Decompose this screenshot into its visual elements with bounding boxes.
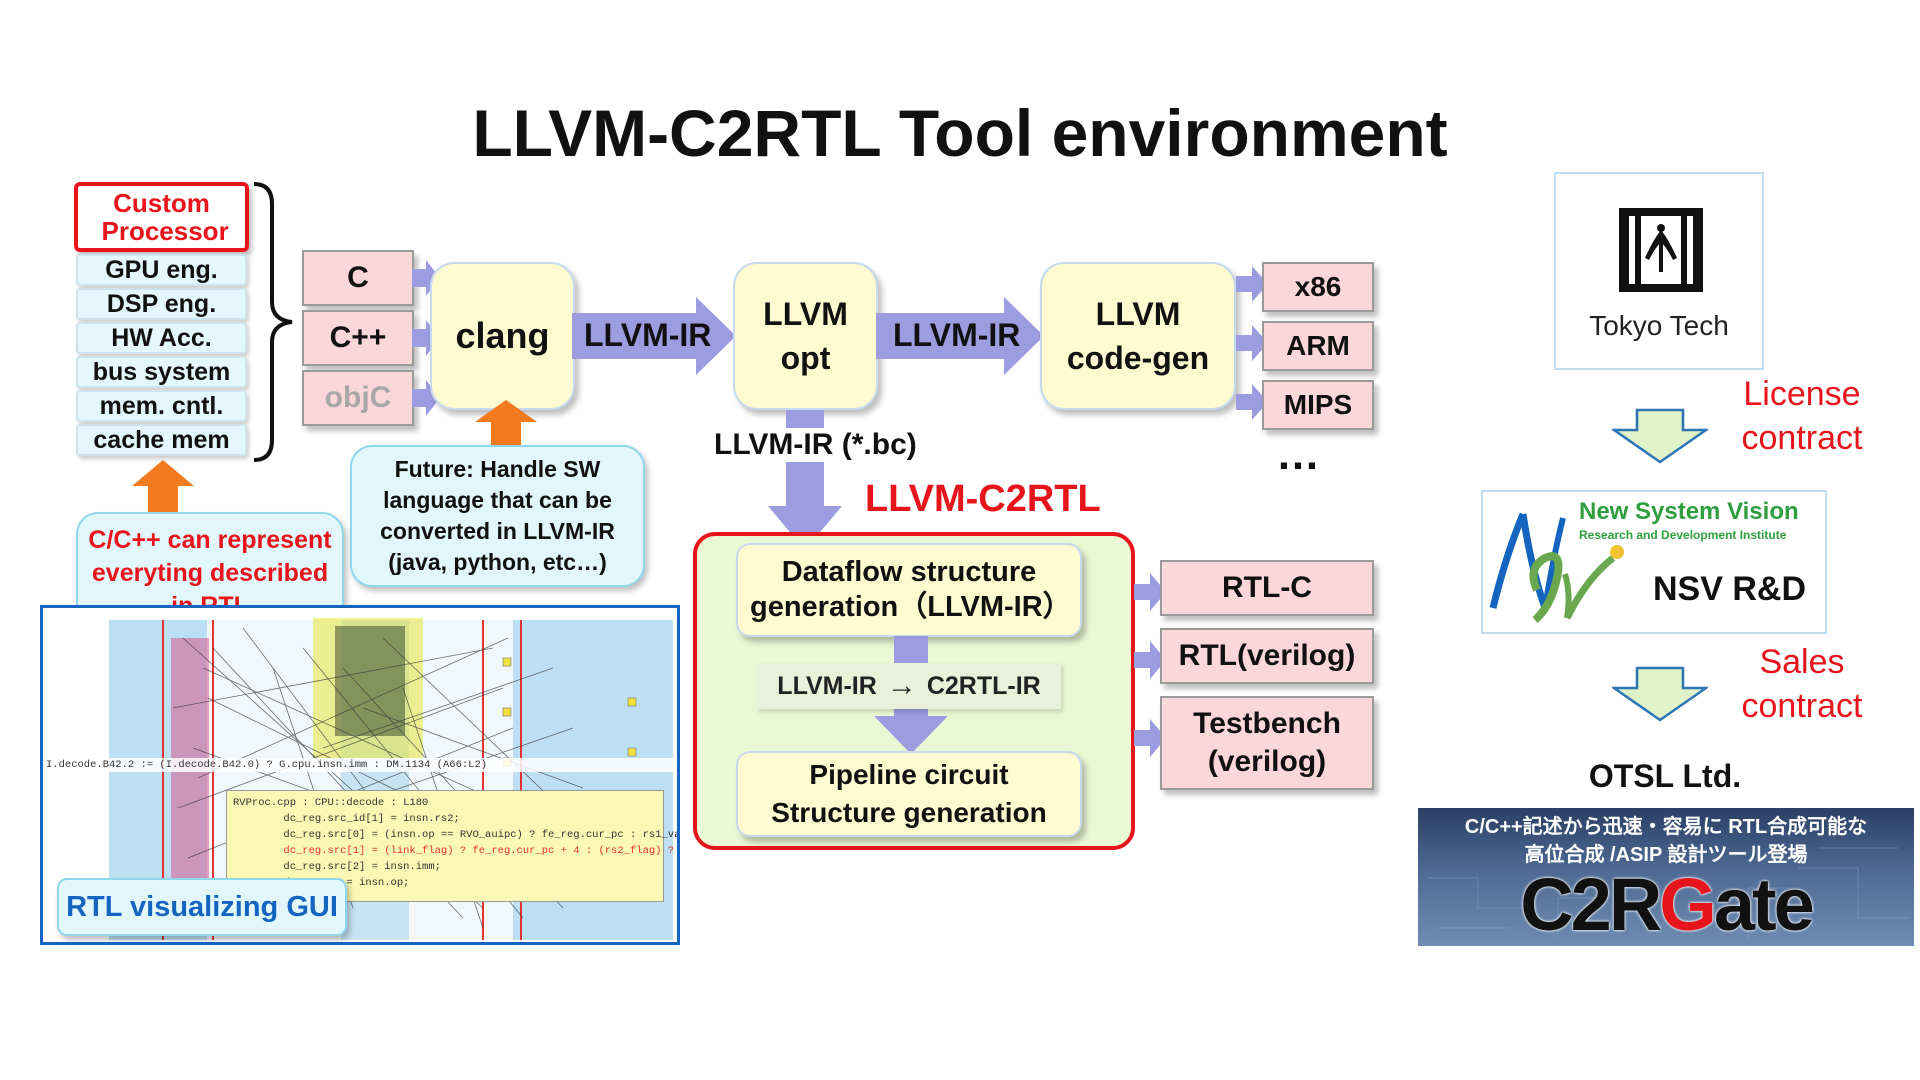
c2rgate-logo-a: C2R (1520, 863, 1662, 946)
left-item-mem: mem. cntl. (76, 390, 247, 422)
left-item-cache: cache mem (76, 424, 247, 456)
nsv-logo-subtext: Research and Development Institute (1579, 528, 1787, 542)
left-item-label: cache mem (93, 425, 230, 454)
target-arm: ARM (1262, 321, 1374, 371)
nsv-emblem-icon (1489, 512, 1624, 624)
custom-processor-label: Custom Processor (101, 188, 229, 246)
gui-graph-image (43, 618, 677, 940)
lang-label: C++ (329, 321, 387, 354)
clang-label: clang (455, 315, 550, 356)
arrows-codegen-to-targets (1236, 266, 1268, 420)
c2rgate-logo: C2RGate (1418, 864, 1914, 946)
conversion-from: LLVM-IR (777, 671, 877, 700)
tokyo-tech-logo: Tokyo Tech (1554, 172, 1764, 370)
target-label: MIPS (1283, 389, 1353, 420)
future-note-text: Future: Handle SW language that can be c… (380, 456, 615, 575)
output-rtl-verilog: RTL(verilog) (1160, 628, 1374, 684)
lang-cpp: C++ (302, 310, 414, 366)
left-item-label: HW Acc. (111, 323, 212, 352)
c2rgate-line1: C/C++記述から迅速・容易に RTL合成可能な (1464, 816, 1868, 838)
gui-code-line: dc_reg.src[0] = (insn.op == RVO_auipc) ?… (233, 829, 680, 841)
brace-icon (253, 182, 293, 462)
down-arrow-license-icon (1612, 408, 1708, 464)
orange-up-arrow-clang (475, 400, 537, 448)
nsv-logo-text: New System Vision (1579, 498, 1799, 525)
output-label: RTL-C (1222, 571, 1312, 604)
c2rgate-logo-b: ate (1713, 863, 1815, 946)
left-item-bus: bus system (76, 356, 247, 388)
llvm-ir-label-2: LLVM-IR (893, 317, 1021, 353)
gui-code-line: dc_reg.src[1] = (link_flag) ? fe_reg.cur… (283, 845, 674, 857)
dataflow-box: Dataflow structure generation（LLVM-IR） (736, 543, 1082, 637)
page-title: LLVM-C2RTL Tool environment (472, 96, 1448, 170)
llvm-opt-label: LLVM opt (763, 296, 848, 376)
llvm-ir-label-1: LLVM-IR (584, 317, 712, 353)
targets-ellipsis: … (1276, 430, 1320, 479)
left-item-gpu: GPU eng. (76, 254, 247, 286)
llvm-codegen-box: LLVM code-gen (1040, 262, 1236, 410)
left-item-label: GPU eng. (105, 255, 218, 284)
output-label: RTL(verilog) (1178, 639, 1356, 672)
lang-objc: objC (302, 370, 414, 426)
gui-code-line: dc_reg.src_id[1] = insn.rs2; (233, 813, 460, 825)
down-arrow-sales-icon (1612, 666, 1708, 722)
output-rtl-c: RTL-C (1160, 560, 1374, 616)
gui-code-popup: RVProc.cpp : CPU::decode : L180 dc_reg.s… (226, 790, 680, 902)
license-label: License contract (1741, 375, 1863, 457)
nsv-name: NSV R&D (1653, 570, 1807, 608)
arrows-c2rtl-to-outputs (1134, 573, 1166, 757)
target-mips: MIPS (1262, 380, 1374, 430)
conversion-to: C2RTL-IR (926, 671, 1041, 700)
tokyo-tech-label: Tokyo Tech (1589, 310, 1729, 341)
circuit-pattern-icon (1428, 847, 1908, 938)
llvm-opt-box: LLVM opt (733, 262, 878, 410)
output-testbench: Testbench (verilog) (1160, 696, 1374, 790)
gui-code-line: dc_reg.src[2] = insn.imm; (233, 861, 441, 873)
dataflow-label: Dataflow structure generation（LLVM-IR） (750, 556, 1072, 623)
gui-label: RTL visualizing GUI (66, 890, 338, 923)
left-item-label: mem. cntl. (99, 391, 224, 420)
c2rgate-logo-g: G (1659, 863, 1717, 946)
otsl-label: OTSL Ltd. (1588, 758, 1742, 794)
pipeline-box: Pipeline circuit Structure generation (736, 751, 1082, 837)
target-label: x86 (1294, 271, 1342, 302)
lang-c: C (302, 250, 414, 306)
lang-label: C (347, 261, 369, 294)
right-arrow-icon: → (886, 669, 917, 702)
tokyo-tech-emblem-icon (1619, 208, 1703, 292)
lang-label: objC (324, 381, 392, 414)
pipeline-label: Pipeline circuit Structure generation (771, 759, 1047, 828)
conversion-box: LLVM-IR → C2RTL-IR (757, 663, 1061, 709)
nsv-logo: New System Vision Research and Developme… (1481, 490, 1827, 634)
left-list: Custom Processor GPU eng. DSP eng. HW Ac… (74, 182, 249, 462)
gui-code-line: RVProc.cpp : CPU::decode : L180 (233, 797, 429, 809)
custom-processor-box: Custom Processor (74, 182, 249, 252)
c2rgate-banner: C/C++記述から迅速・容易に RTL合成可能な 高位合成 /ASIP 設計ツー… (1418, 808, 1914, 946)
left-item-hw: HW Acc. (76, 322, 247, 354)
target-x86: x86 (1262, 262, 1374, 312)
left-item-label: bus system (92, 357, 231, 386)
gui-panel: I.decode.B42.2 := (I.decode.B42.0) ? G.c… (40, 605, 680, 945)
left-item-label: DSP eng. (106, 289, 217, 318)
clang-box: clang (430, 262, 575, 410)
target-label: ARM (1286, 330, 1350, 361)
c2rtl-title: LLVM-C2RTL (865, 478, 1101, 520)
c2rgate-line2: 高位合成 /ASIP 設計ツール登場 (1524, 844, 1808, 866)
llvm-codegen-label: LLVM code-gen (1066, 296, 1210, 376)
future-note: Future: Handle SW language that can be c… (350, 445, 645, 587)
orange-up-arrow-left (132, 460, 194, 516)
gui-signal-line: I.decode.B42.2 := (I.decode.B42.0) ? G.c… (46, 759, 488, 771)
llvm-ir-bc-label: LLVM-IR (*.bc) (712, 428, 919, 462)
left-item-dsp: DSP eng. (76, 288, 247, 320)
sales-label: Sales contract (1741, 643, 1863, 725)
arrow-opt-to-codegen (876, 297, 1044, 375)
arrow-clang-to-opt (572, 297, 736, 375)
gui-label-box: RTL visualizing GUI (57, 878, 347, 936)
output-label: Testbench (verilog) (1193, 707, 1341, 778)
